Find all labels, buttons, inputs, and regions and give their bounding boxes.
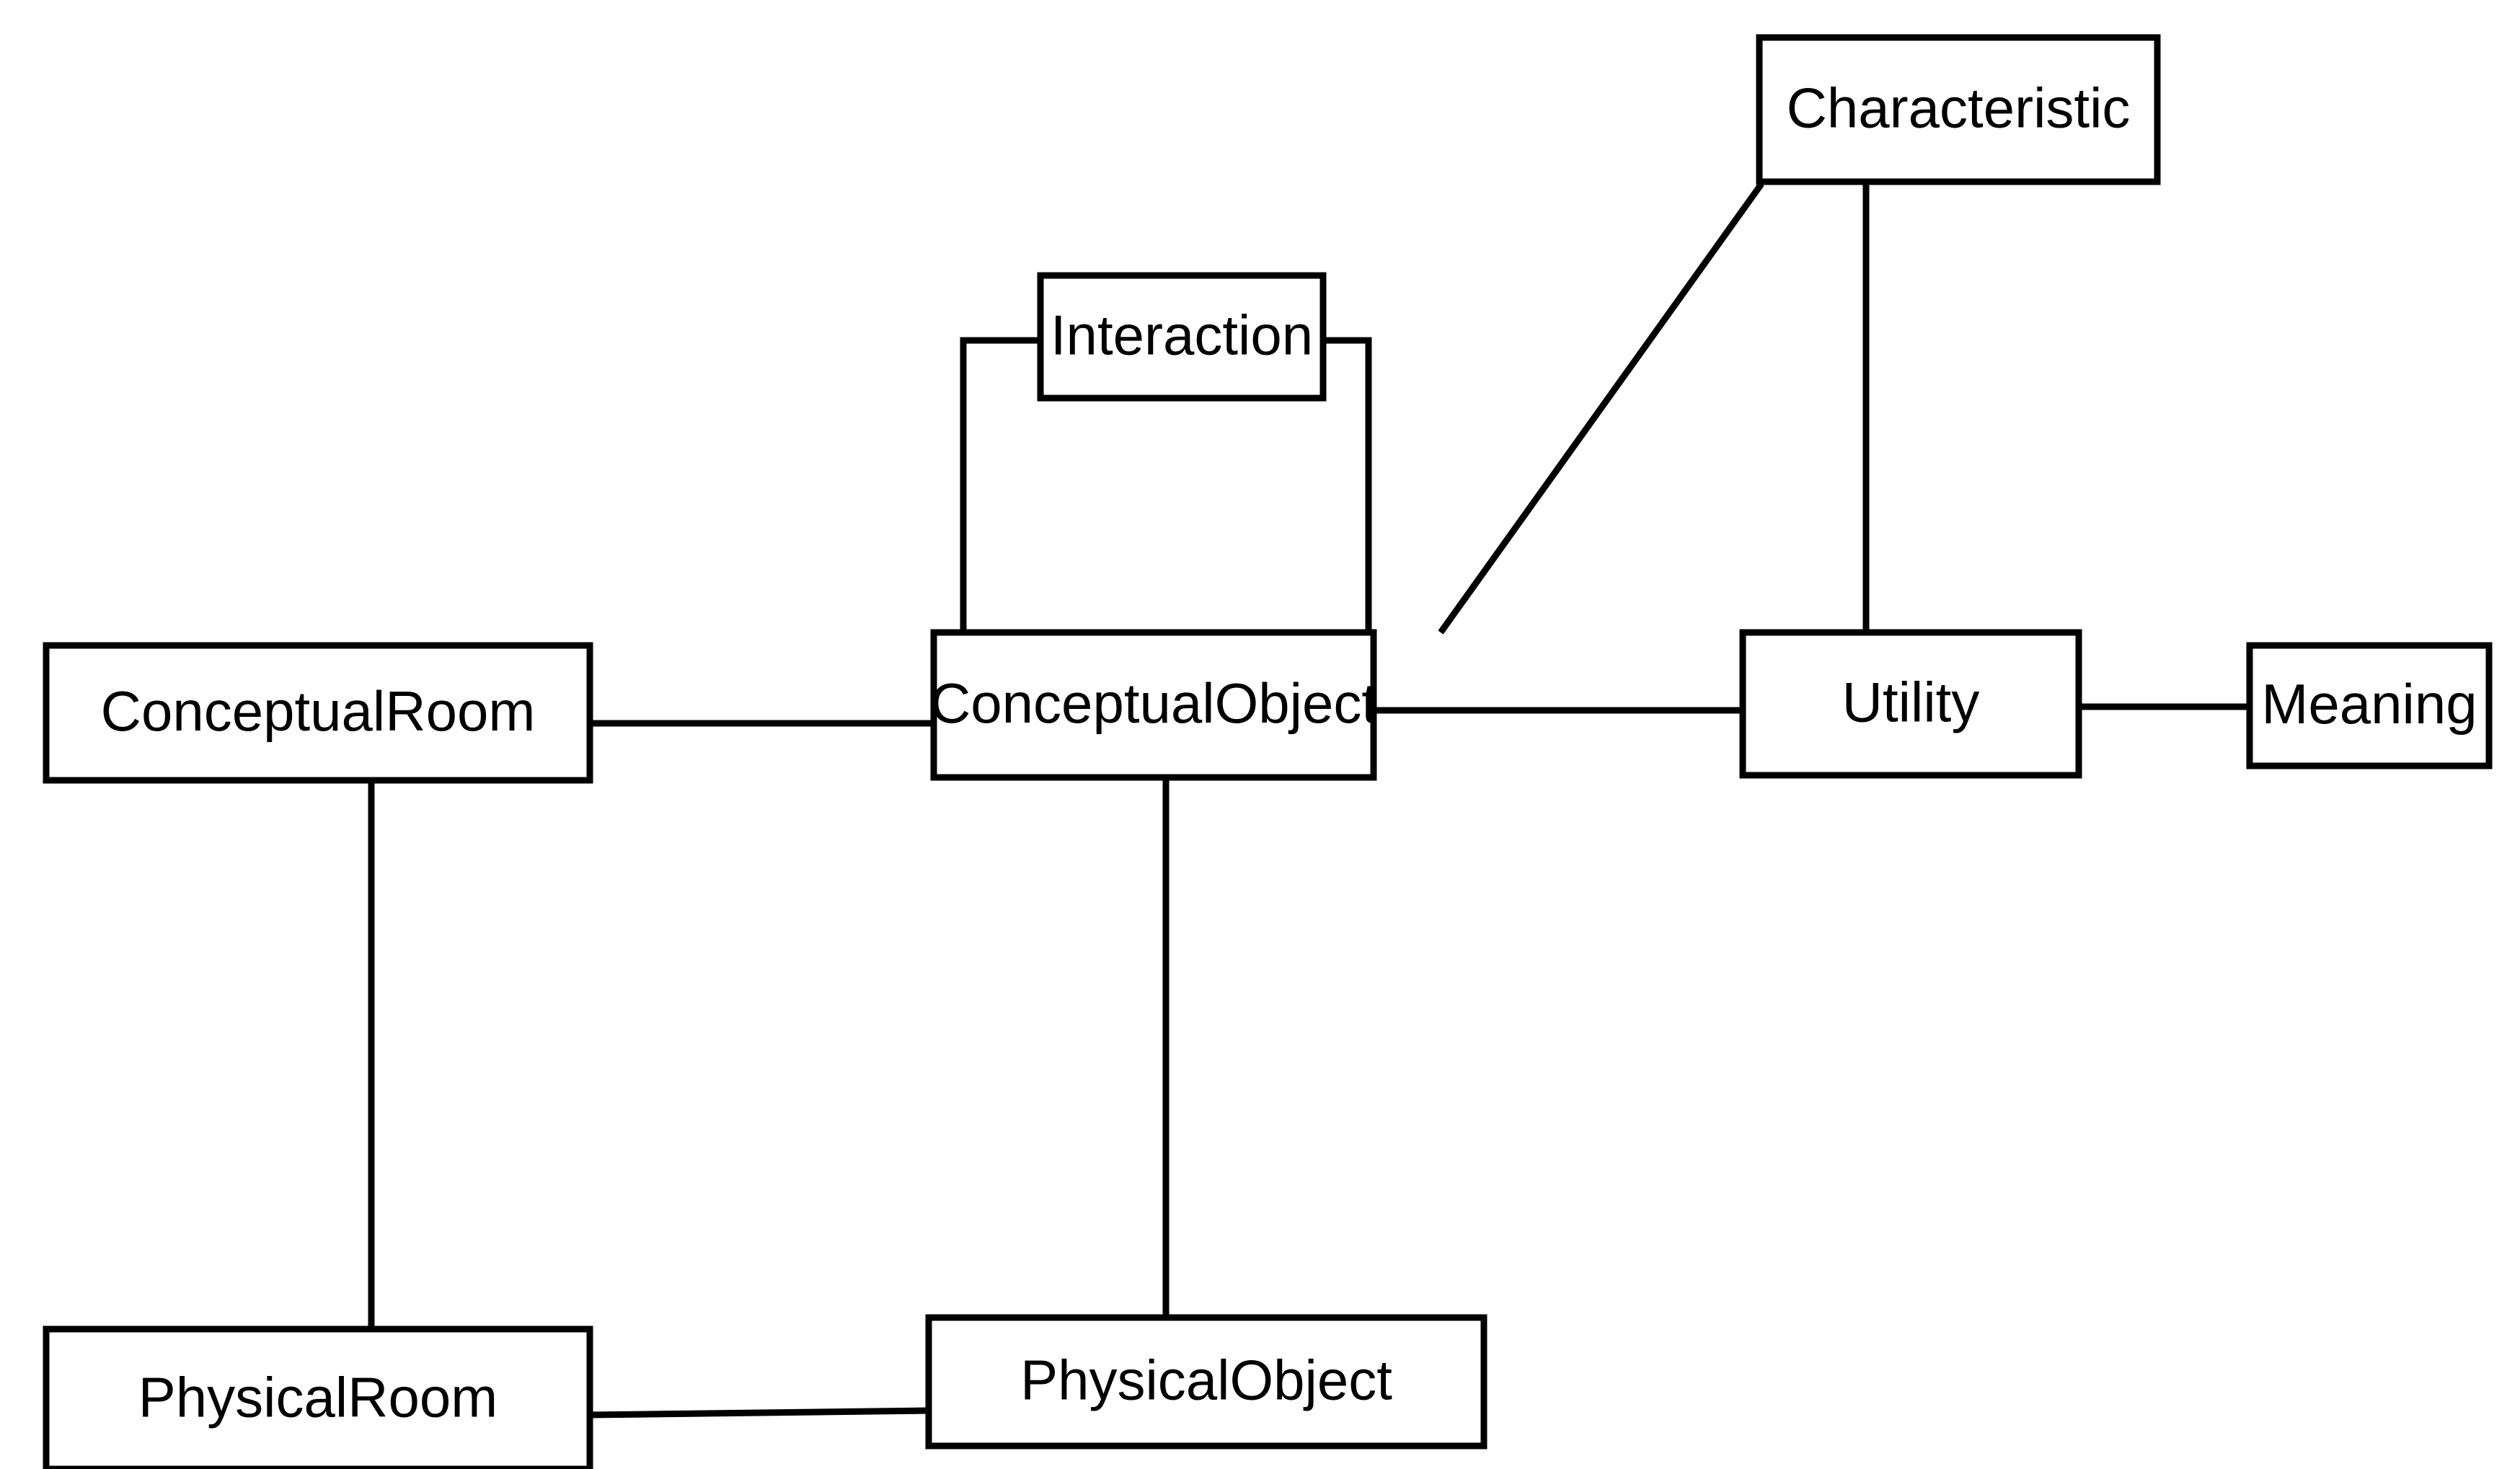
node-conceptual_object[interactable]: ConceptualObject xyxy=(930,629,1377,781)
node-conceptual_room[interactable]: ConceptualRoom xyxy=(43,642,593,784)
nodes-layer: ConceptualRoom ConceptualObject Interactio… xyxy=(43,34,2493,1469)
node-label-meaning: Meaning xyxy=(2261,672,2477,736)
node-utility[interactable]: Utility xyxy=(1739,629,2082,779)
node-box-characteristic[interactable] xyxy=(1756,34,2161,185)
node-box-physical_room[interactable] xyxy=(43,1325,593,1469)
node-label-conceptual_room: ConceptualRoom xyxy=(101,679,536,743)
node-box-interaction[interactable] xyxy=(1037,272,1327,402)
edges-layer xyxy=(368,182,2250,1419)
edge-interaction-conceptual_object-left xyxy=(960,337,1040,632)
node-label-utility: Utility xyxy=(1842,671,1980,734)
node-interaction[interactable]: Interaction xyxy=(1037,272,1327,402)
node-physical_room[interactable]: PhysicalRoom xyxy=(43,1325,593,1469)
edge-interaction-conceptual_object-right xyxy=(1323,337,1372,632)
node-label-characteristic: Characteristic xyxy=(1787,76,2131,140)
node-box-physical_object[interactable] xyxy=(925,1314,1487,1450)
node-label-physical_room: PhysicalRoom xyxy=(138,1366,498,1429)
node-label-conceptual_object: ConceptualObject xyxy=(930,671,1377,735)
node-box-conceptual_room[interactable] xyxy=(43,642,593,784)
edge-characteristic-conceptual_object xyxy=(1438,182,1764,635)
node-label-interaction: Interaction xyxy=(1051,304,1313,367)
edge-physical_room-physical_object xyxy=(589,1407,929,1419)
node-box-utility[interactable] xyxy=(1739,629,2082,779)
node-label-physical_object: PhysicalObject xyxy=(1020,1349,1392,1412)
node-characteristic[interactable]: Characteristic xyxy=(1756,34,2161,185)
node-box-conceptual_object[interactable] xyxy=(930,629,1377,781)
node-physical_object[interactable]: PhysicalObject xyxy=(925,1314,1487,1450)
node-meaning[interactable]: Meaning xyxy=(2246,642,2493,769)
node-box-meaning[interactable] xyxy=(2246,642,2493,769)
